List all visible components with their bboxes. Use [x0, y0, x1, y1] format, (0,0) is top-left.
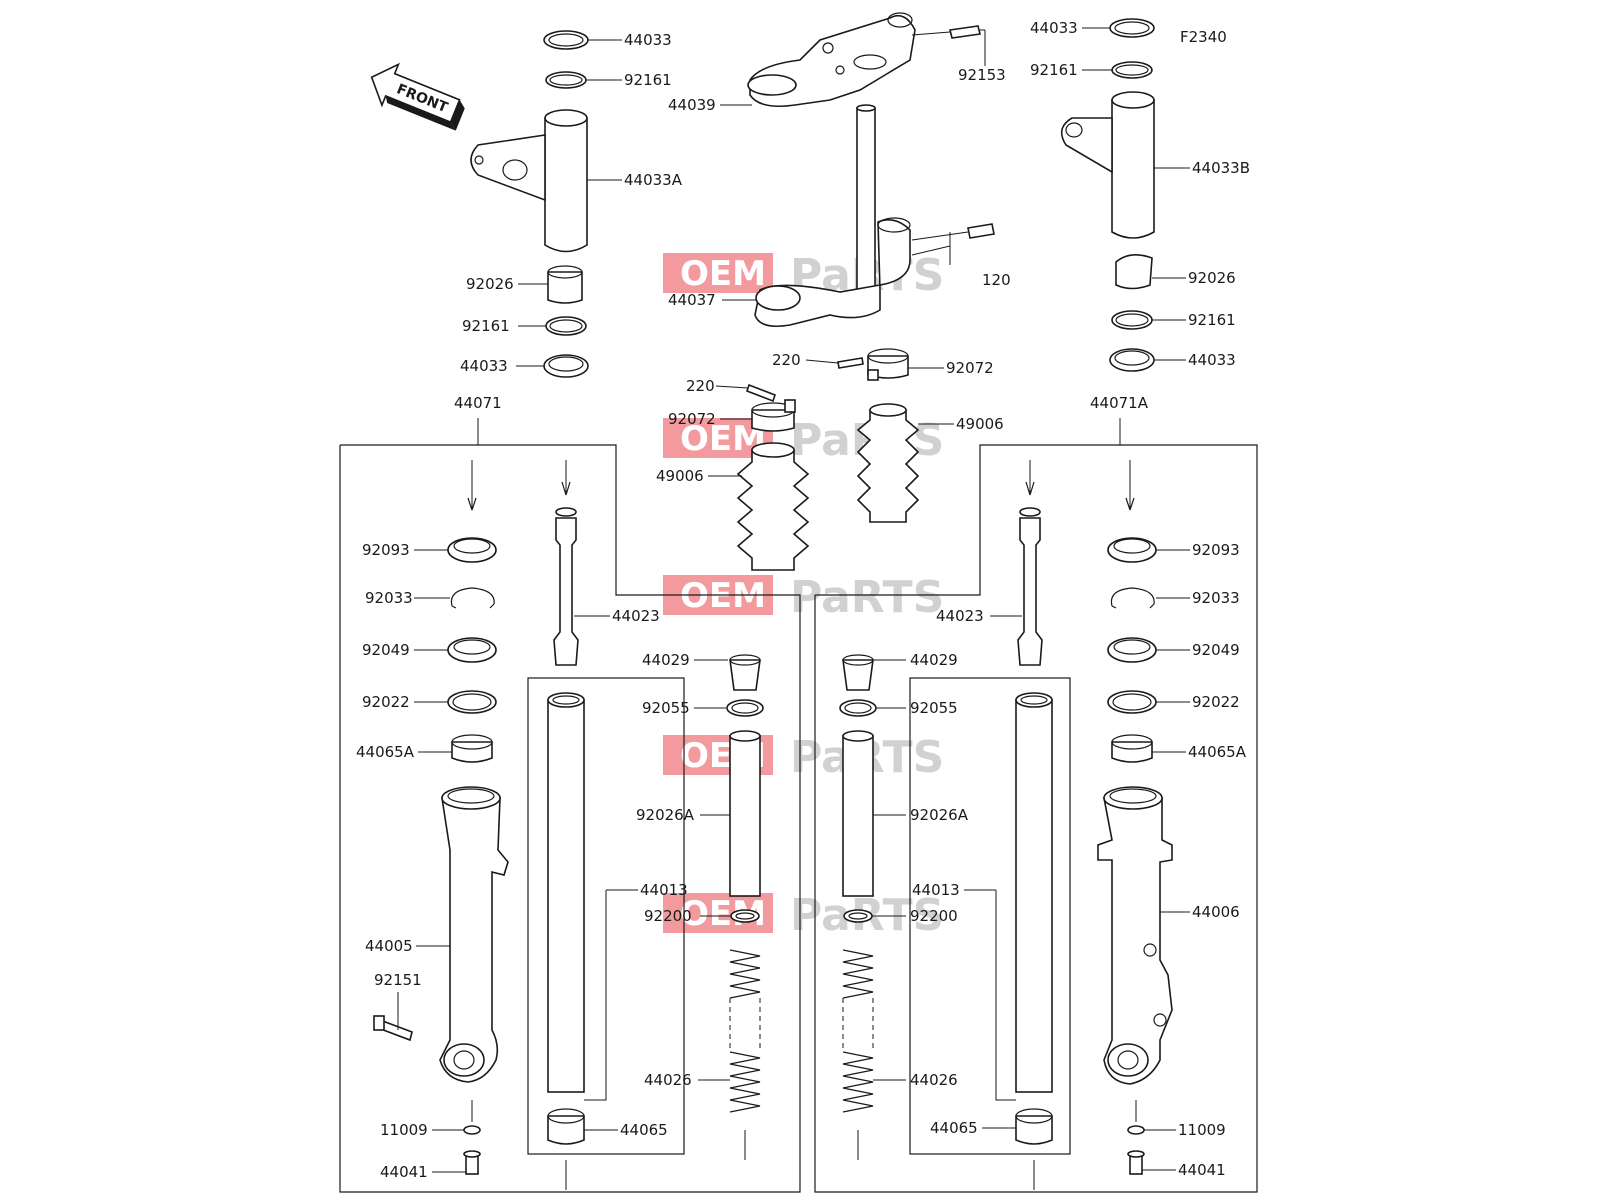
- part-label-44071A: 44071A: [1090, 394, 1149, 412]
- left-damper-group: 44023 44013 44065: [547, 460, 688, 1190]
- part-label-44029-l: 44029: [642, 651, 690, 669]
- part-label-92049-l: 92049: [362, 641, 410, 659]
- part-label-11009-l: 11009: [380, 1121, 428, 1139]
- part-label-44033-r: 44033: [1188, 351, 1236, 369]
- part-label-92151: 92151: [374, 971, 422, 989]
- part-label-44041-l: 44041: [380, 1163, 428, 1181]
- boot-right-upper: [856, 403, 920, 523]
- watermark-text: OEM: [680, 576, 766, 616]
- left-spring-group: 44029 92055 92026A 92200 44026: [636, 651, 764, 1160]
- part-label-92026A-r: 92026A: [910, 806, 969, 824]
- part-label-92022-l: 92022: [362, 693, 410, 711]
- watermark-text: PaRTS: [790, 572, 944, 623]
- part-label-92072-b: 92072: [668, 410, 716, 428]
- part-label-92161-tl: 92161: [624, 71, 672, 89]
- watermark-1: OEM PaRTS: [663, 250, 944, 301]
- part-label-92093-l: 92093: [362, 541, 410, 559]
- part-label-92055-r: 92055: [910, 699, 958, 717]
- part-label-44065-r: 44065: [930, 1119, 978, 1137]
- part-label-92033-l: 92033: [365, 589, 413, 607]
- part-label-44026-r: 44026: [910, 1071, 958, 1089]
- part-label-44071: 44071: [454, 394, 502, 412]
- part-label-44033-tl: 44033: [624, 31, 672, 49]
- part-label-44065A-r: 44065A: [1188, 743, 1247, 761]
- part-label-92022-r: 92022: [1192, 693, 1240, 711]
- part-label-44005: 44005: [365, 937, 413, 955]
- part-label-44037: 44037: [668, 291, 716, 309]
- right-outer-tube-group: 92093 92033 92049 92022 44065A 44006 110…: [1097, 460, 1247, 1179]
- part-label-92072-a: 92072: [946, 359, 994, 377]
- left-outer-tube-group: 92093 92033 92049 92022 44065A 44005 921…: [356, 460, 509, 1181]
- part-label-11009-r: 11009: [1178, 1121, 1226, 1139]
- part-label-220-a: 220: [772, 351, 801, 369]
- right-fork-assembly-frame: 44071A: [814, 394, 1258, 1193]
- part-label-92055-l: 92055: [642, 699, 690, 717]
- diagram-code: F2340: [1180, 28, 1227, 46]
- right-handlebar-group: 44033 92161 44033B 92026 92161 44033: [1030, 18, 1250, 372]
- part-label-120: 120: [982, 271, 1011, 289]
- part-label-44033-tr: 44033: [1030, 19, 1078, 37]
- watermark-oem: OEM: [680, 254, 766, 294]
- left-handlebar-group: 44033 92161 44033A 92026 92161 44033: [460, 30, 683, 378]
- watermark-5: OEM PaRTS: [663, 890, 944, 941]
- left-fork-assembly-frame: 44071: [339, 394, 801, 1193]
- part-label-44033A: 44033A: [624, 171, 683, 189]
- part-label-92200-l: 92200: [644, 907, 692, 925]
- spring-left: [729, 949, 761, 1113]
- part-label-220-b: 220: [686, 377, 715, 395]
- boots-and-clamps: 220 92072 220 92072 49006 49006: [656, 348, 1004, 571]
- part-label-44065A-l: 44065A: [356, 743, 415, 761]
- right-damper-group: 44023 44013 44065: [912, 460, 1053, 1190]
- part-label-44041-r: 44041: [1178, 1161, 1226, 1179]
- part-label-44023-r: 44023: [936, 607, 984, 625]
- part-label-92049-r: 92049: [1192, 641, 1240, 659]
- part-label-44065-l: 44065: [620, 1121, 668, 1139]
- part-label-44029-r: 44029: [910, 651, 958, 669]
- part-label-92033-r: 92033: [1192, 589, 1240, 607]
- part-label-92200-r: 92200: [910, 907, 958, 925]
- part-label-44013-l: 44013: [640, 881, 688, 899]
- part-label-92026-l: 92026: [466, 275, 514, 293]
- steering-stem-group: 44039 92153 44037 120: [668, 12, 1011, 328]
- part-label-92093-r: 92093: [1192, 541, 1240, 559]
- part-label-92161-tr: 92161: [1030, 61, 1078, 79]
- part-label-92026A-l: 92026A: [636, 806, 695, 824]
- front-arrow-icon: FRONT: [370, 62, 465, 131]
- part-label-92161-l: 92161: [462, 317, 510, 335]
- part-label-44033B: 44033B: [1192, 159, 1250, 177]
- watermark-4: OEM PaRTS: [663, 732, 944, 783]
- part-label-44023-l: 44023: [612, 607, 660, 625]
- boot-left-lower: [736, 442, 810, 571]
- part-label-92161-r: 92161: [1188, 311, 1236, 329]
- part-label-49006-a: 49006: [656, 467, 704, 485]
- part-label-44006: 44006: [1192, 903, 1240, 921]
- part-label-44026-l: 44026: [644, 1071, 692, 1089]
- part-label-49006-b: 49006: [956, 415, 1004, 433]
- part-label-92153: 92153: [958, 66, 1006, 84]
- part-label-44013-r: 44013: [912, 881, 960, 899]
- part-label-92026-r: 92026: [1188, 269, 1236, 287]
- right-spring-group: 44029 92055 92026A 92200 44026: [839, 651, 969, 1160]
- part-label-44039: 44039: [668, 96, 716, 114]
- watermark-3: OEM PaRTS: [663, 572, 944, 623]
- spring-right: [842, 949, 874, 1113]
- part-label-44033-l: 44033: [460, 357, 508, 375]
